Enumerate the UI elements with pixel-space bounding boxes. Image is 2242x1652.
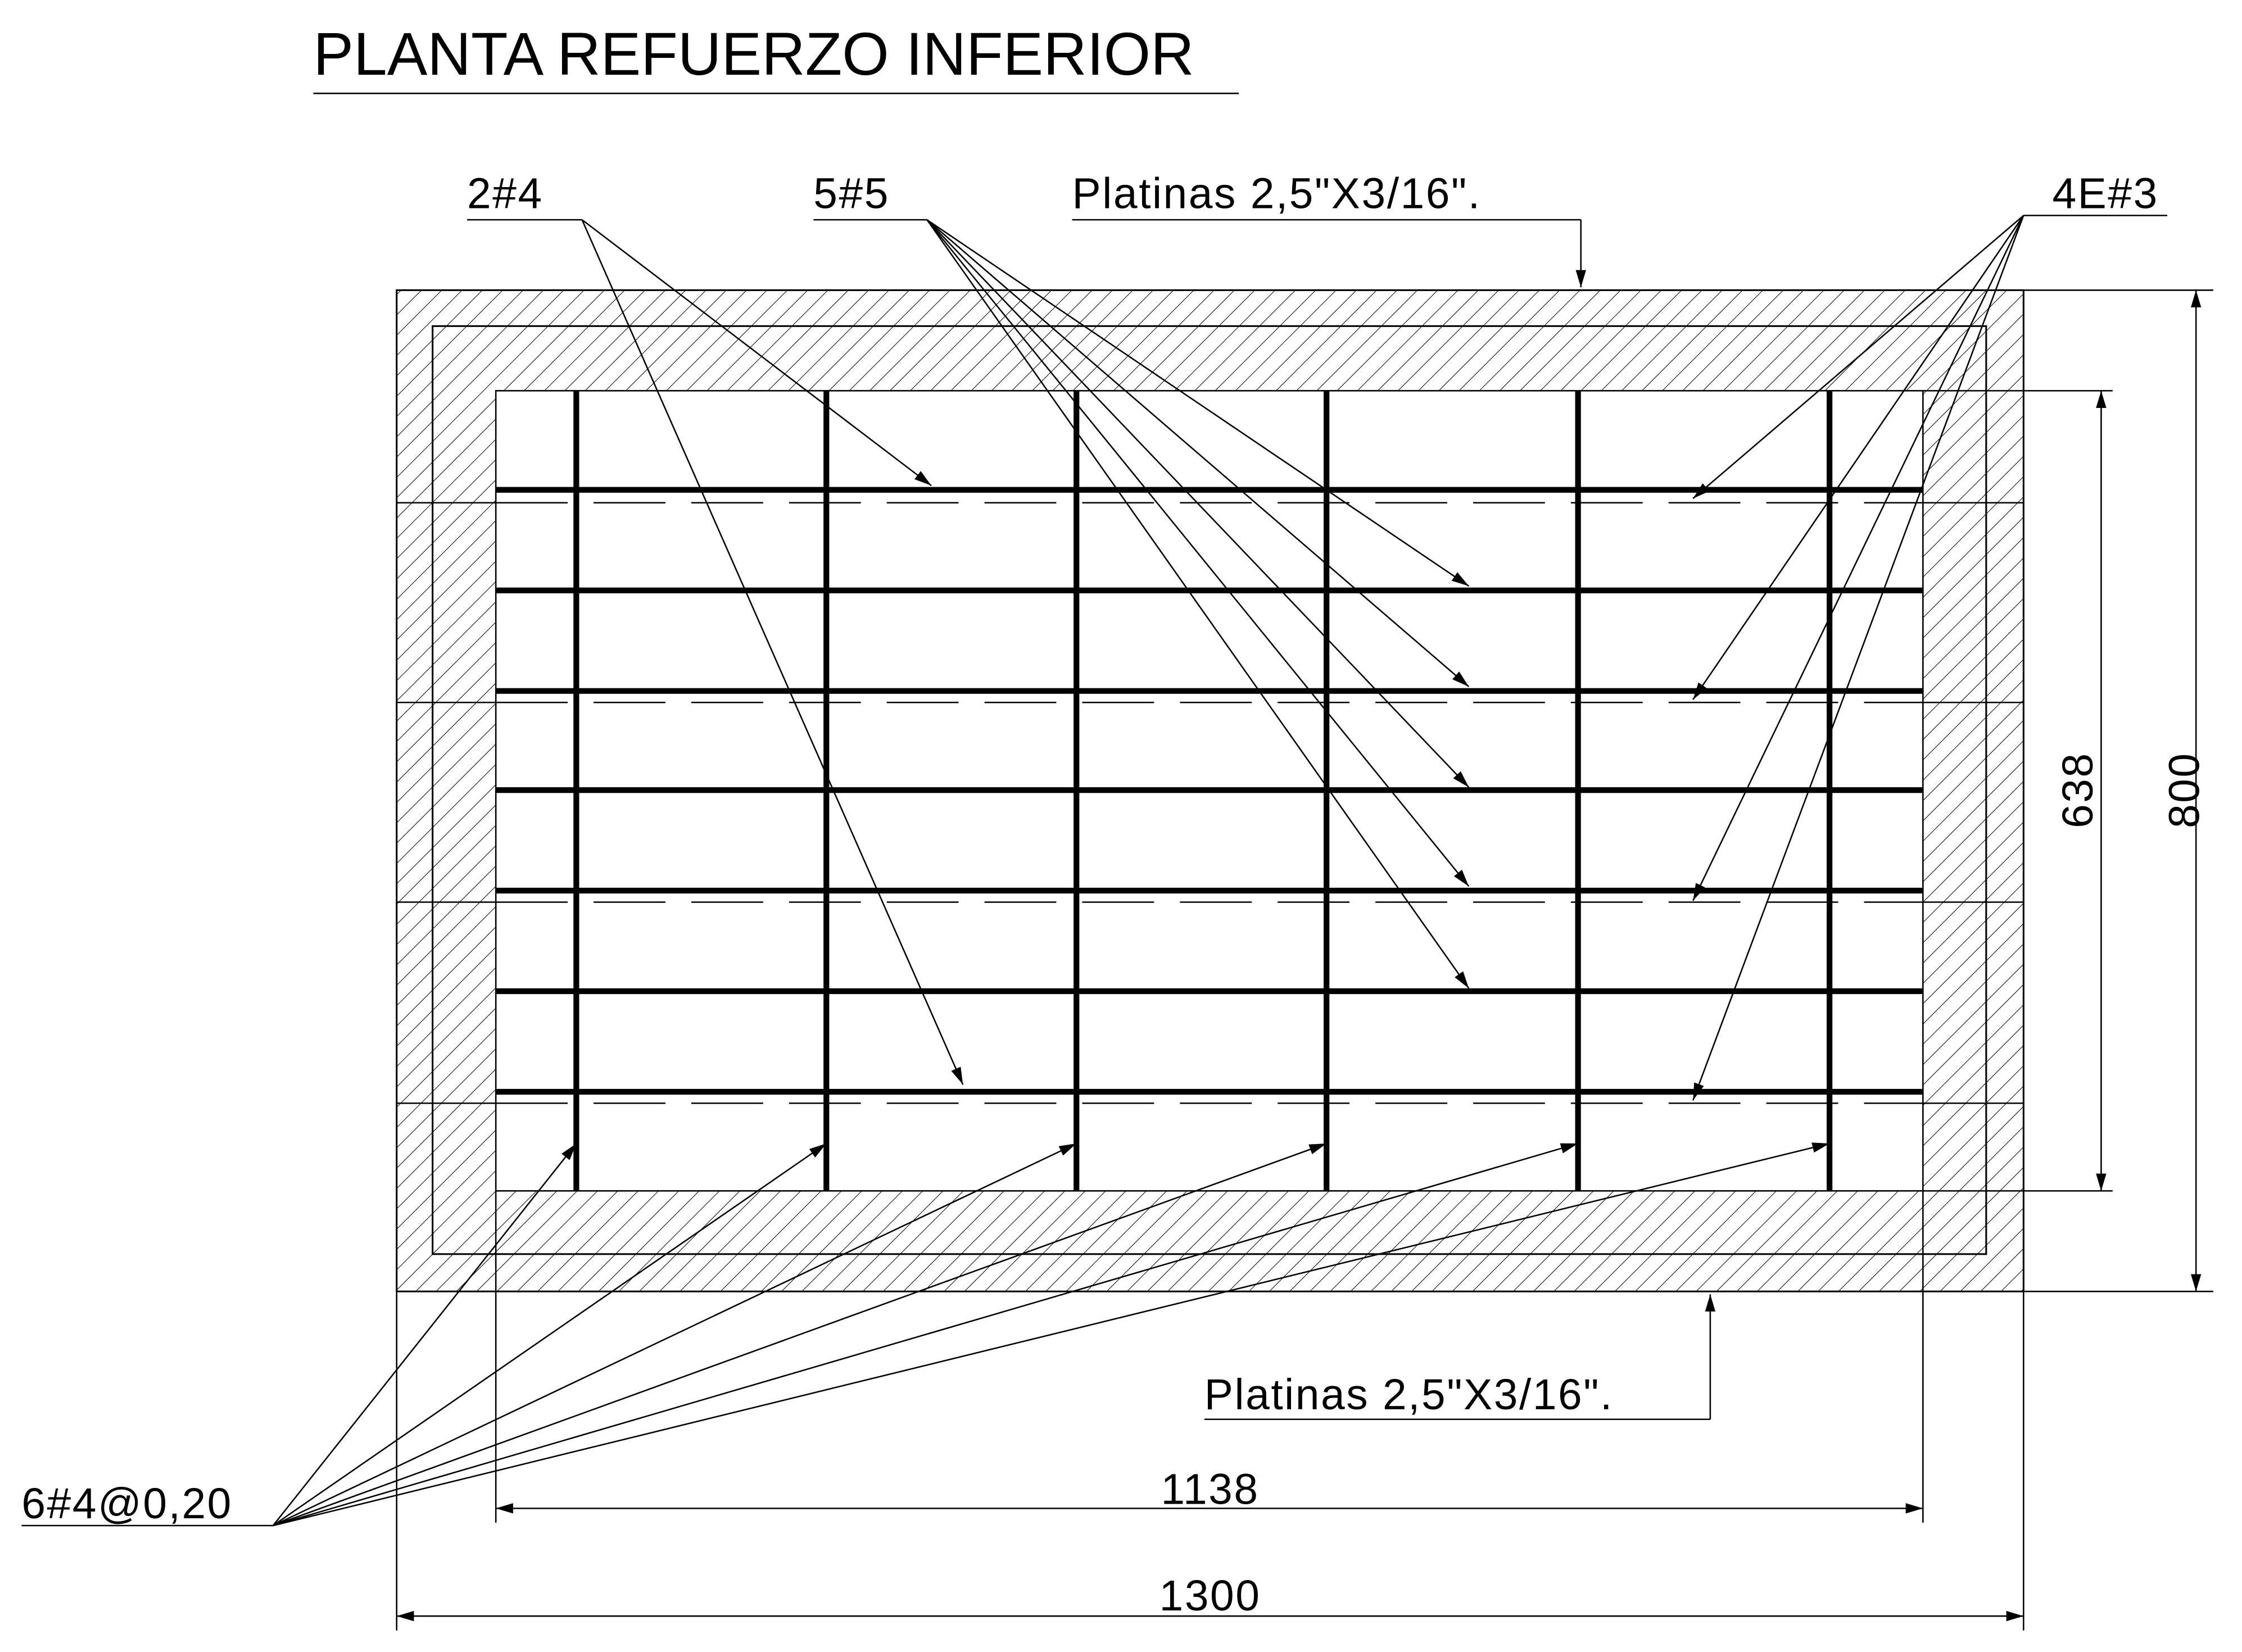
leader-arrow — [1692, 215, 2024, 901]
leader-arrow — [581, 219, 964, 1085]
leader-arrow — [1692, 215, 2024, 1101]
leader-arrow — [926, 219, 1470, 687]
label-main-bars: 5#5 — [813, 170, 890, 218]
leader-arrow — [1692, 215, 2024, 700]
leaders — [21, 215, 2213, 1631]
label-top-bars: 2#4 — [467, 170, 543, 218]
leader-arrow — [273, 1142, 1077, 1527]
label-plates-top: Platinas 2,5"X3/16". — [1072, 170, 1482, 218]
dim-outer-width: 1300 — [1160, 1572, 1261, 1620]
leader-arrow — [272, 1143, 577, 1526]
inner-edge — [432, 325, 1987, 1255]
leader-arrow — [926, 219, 1470, 587]
dim-inner-height: 638 — [2054, 752, 2102, 828]
drawing-title: PLANTA REFUERZO INFERIOR — [313, 20, 1194, 88]
label-plates-bottom: Platinas 2,5"X3/16". — [1204, 1371, 1614, 1419]
leader-arrow — [273, 1142, 1830, 1527]
dim-inner-width: 1138 — [1161, 1466, 1259, 1514]
leader-arrow — [273, 1142, 827, 1527]
dim-outer-height: 800 — [2161, 752, 2208, 828]
rebar-grid — [396, 391, 2024, 1191]
leader-arrow — [273, 1142, 1579, 1527]
leader-arrow — [1692, 215, 2024, 500]
leader-arrow — [581, 219, 932, 487]
leader-arrow — [926, 219, 1470, 887]
label-bottom-bars: 6#4@0,20 — [21, 1480, 233, 1528]
leader-arrow — [926, 219, 1470, 788]
leader-arrow — [926, 219, 1470, 989]
label-stirrups: 4E#3 — [2052, 170, 2158, 218]
leader-arrow — [273, 1142, 1327, 1527]
